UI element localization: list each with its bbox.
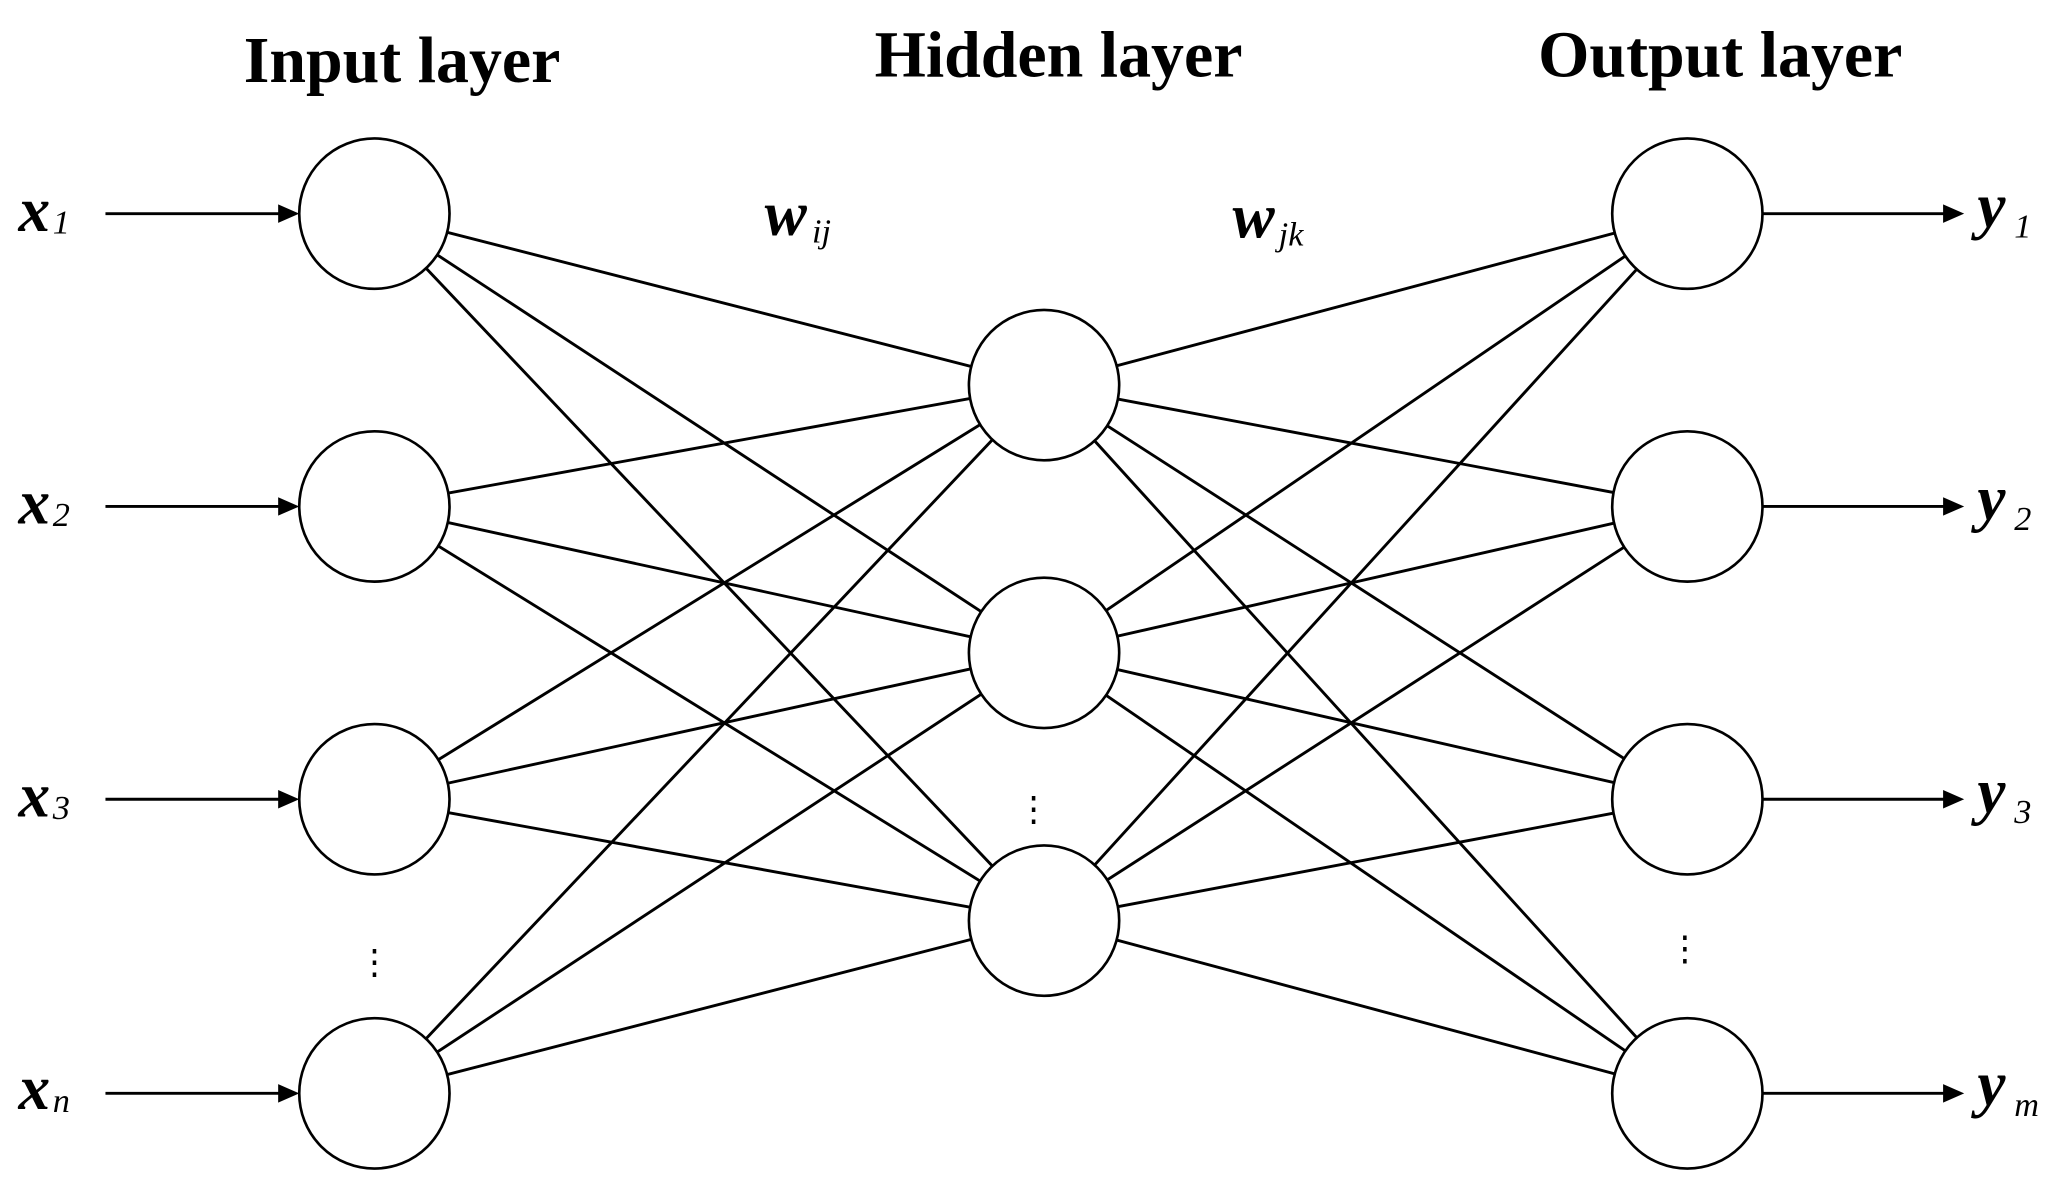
- output-label-y2: y 2: [1970, 464, 2031, 539]
- input-arrow-1-head: [278, 204, 300, 223]
- edge-hidden3-output3: [1043, 797, 1688, 923]
- hidden-ellipsis: ⋮: [1016, 790, 1050, 828]
- output-subscript: 2: [2014, 500, 2031, 538]
- output-node-2: [1610, 429, 1764, 583]
- edge-input4-hidden1: [373, 384, 1046, 1095]
- output-subscript: 1: [2014, 207, 2031, 245]
- hidden-node-2: [967, 576, 1121, 730]
- input-label-x3: x 3: [17, 760, 69, 830]
- output-label-y3: y 3: [1970, 756, 2031, 831]
- edge-input4-hidden2: [373, 651, 1045, 1095]
- input-subscript: 2: [53, 496, 70, 534]
- input-label-x1: x 1: [17, 175, 69, 245]
- edge-input3-hidden1: [373, 383, 1045, 801]
- edge-input2-hidden2: [374, 505, 1045, 655]
- edge-input4-hidden3: [374, 919, 1045, 1095]
- edge-hidden1-output3: [1043, 383, 1689, 801]
- input-label-x2: x 2: [17, 468, 69, 538]
- hidden-node-1: [967, 308, 1121, 462]
- hidden-node-3: [967, 844, 1121, 998]
- input-subscript: n: [53, 1082, 70, 1120]
- input-ellipsis: ⋮: [357, 943, 391, 981]
- output-subscript: m: [2014, 1086, 2039, 1124]
- input-arrow-2-head: [278, 497, 300, 516]
- edge-hidden3-output2: [1043, 505, 1689, 922]
- input-node-3: [297, 722, 451, 876]
- output-label-ym: y m: [1970, 1049, 2039, 1124]
- input-subscript: 1: [53, 203, 70, 241]
- output-base: y: [1970, 1049, 2006, 1119]
- edge-hidden1-output2: [1043, 383, 1688, 508]
- edge-hidden2-output4: [1043, 651, 1689, 1095]
- nodes: [297, 137, 1764, 1170]
- input-node-4: [297, 1016, 451, 1170]
- input-arrow-3-head: [278, 790, 300, 809]
- edge-hidden2-output3: [1043, 651, 1688, 801]
- weight-base: w: [765, 179, 808, 249]
- output-base: y: [1970, 464, 2006, 534]
- edge-hidden2-output2: [1043, 505, 1688, 655]
- input-node-1: [297, 137, 451, 291]
- connections: [373, 212, 1689, 1095]
- output-arrow-4-head: [1943, 1084, 1965, 1103]
- weight-base: w: [1233, 181, 1276, 251]
- input-subscript: 3: [52, 789, 70, 827]
- io-arrows: [105, 204, 1965, 1103]
- output-ellipsis: ⋮: [1668, 930, 1702, 968]
- input-layer-title: Input layer: [244, 24, 561, 97]
- edge-input3-hidden3: [374, 797, 1045, 923]
- hidden-layer-title: Hidden layer: [875, 18, 1243, 91]
- weight-label-wij: w ij: [765, 179, 831, 251]
- edge-input1-hidden3: [373, 212, 1046, 922]
- weight-subscript: ij: [812, 213, 831, 251]
- edge-input2-hidden1: [374, 383, 1045, 508]
- edge-hidden3-output4: [1043, 919, 1688, 1095]
- output-node-4: [1610, 1016, 1764, 1170]
- input-label-xn: x n: [17, 1053, 69, 1123]
- output-arrow-1-head: [1943, 204, 1965, 223]
- input-arrow-4-head: [278, 1084, 300, 1103]
- edge-hidden3-output1: [1042, 212, 1689, 922]
- output-base: y: [1970, 756, 2006, 826]
- output-base: y: [1970, 171, 2006, 241]
- edge-input2-hidden3: [373, 505, 1045, 922]
- input-base: x: [17, 468, 50, 538]
- weight-label-wjk: w jk: [1233, 181, 1305, 253]
- output-node-3: [1610, 722, 1764, 876]
- output-arrow-2-head: [1943, 497, 1965, 516]
- output-subscript: 3: [2013, 793, 2031, 831]
- output-node-1: [1610, 137, 1764, 291]
- output-arrow-3-head: [1943, 790, 1965, 809]
- weight-subscript: jk: [1275, 215, 1305, 253]
- input-base: x: [17, 760, 50, 830]
- output-layer-title: Output layer: [1538, 18, 1902, 91]
- output-label-y1: y 1: [1970, 171, 2031, 246]
- input-base: x: [17, 1053, 50, 1123]
- input-node-2: [297, 429, 451, 583]
- edge-hidden1-output1: [1043, 212, 1688, 387]
- edge-input1-hidden1: [374, 212, 1045, 387]
- edge-input1-hidden2: [373, 212, 1045, 655]
- edge-hidden1-output4: [1042, 384, 1689, 1095]
- input-base: x: [17, 175, 50, 245]
- edge-hidden2-output1: [1043, 212, 1689, 655]
- edge-input3-hidden2: [374, 651, 1045, 801]
